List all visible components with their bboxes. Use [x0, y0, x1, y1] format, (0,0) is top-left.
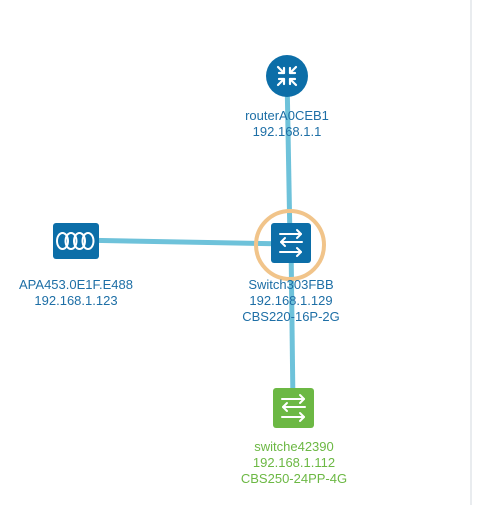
access-point-ip: 192.168.1.123: [34, 293, 118, 308]
switch-icon[interactable]: [273, 388, 314, 428]
selection-ring: [254, 209, 326, 281]
core-switch-model: CBS220-16P-2G: [242, 309, 340, 324]
access-point-name: APA453.0E1F.E488: [19, 277, 133, 292]
edge-switch-model: CBS250-24PP-4G: [240, 471, 348, 486]
core-switch-name: Switch303FBB: [248, 277, 334, 292]
core-switch-label: Switch303FBB 192.168.1.129 CBS220-16P-2G: [191, 277, 391, 325]
edge-switch-label: switche42390 192.168.1.112 CBS250-24PP-4…: [194, 439, 394, 487]
canvas-edge-divider: [470, 0, 472, 505]
access-point-icon[interactable]: [53, 223, 99, 259]
router-name: routerA0CEB1: [245, 108, 329, 123]
access-point-label: APA453.0E1F.E488 192.168.1.123: [0, 277, 176, 309]
router-icon[interactable]: [266, 55, 308, 97]
switch-icon[interactable]: [271, 223, 311, 263]
edge-switch-ip: 192.168.1.112: [252, 455, 336, 470]
router-ip: 192.168.1.1: [252, 124, 322, 139]
core-switch-ip: 192.168.1.129: [249, 293, 333, 308]
edge-switch-name: switche42390: [254, 439, 334, 454]
link-switch-edge-switch: [288, 241, 296, 407]
router-label: routerA0CEB1 192.168.1.1: [187, 108, 387, 140]
